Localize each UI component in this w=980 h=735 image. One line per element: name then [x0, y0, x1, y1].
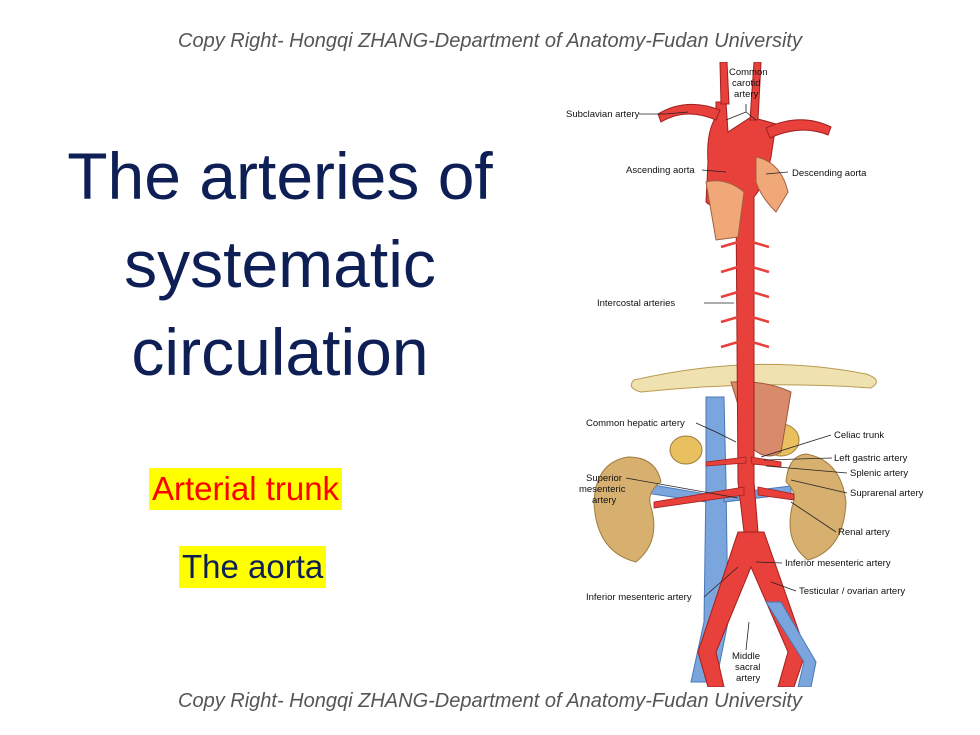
left-kidney — [785, 453, 847, 561]
arterial-trunk-highlight: Arterial trunk — [149, 468, 343, 510]
celiac-branches — [705, 456, 782, 468]
ascending-aorta-root — [705, 180, 745, 241]
label-suprarenal: Suprarenal artery — [850, 488, 924, 499]
title-line-2: systematic — [124, 227, 436, 301]
common-carotid-artery — [719, 62, 762, 121]
label-middle-sacral-1: Middle — [732, 651, 760, 662]
label-superior-mesenteric-2: mesenteric — [579, 484, 626, 495]
label-superior-mesenteric-3: artery — [592, 495, 617, 506]
footer-copyright: Copy Right- Hongqi ZHANG-Department of A… — [178, 690, 802, 712]
label-superior-mesenteric-1: Superior — [586, 473, 622, 484]
label-descending-aorta: Descending aorta — [792, 168, 867, 179]
subclavian-artery-left — [765, 119, 832, 139]
label-celiac: Celiac trunk — [834, 430, 884, 441]
label-left-gastric: Left gastric artery — [834, 453, 908, 464]
slide-title: The arteries of systematic circulation — [20, 132, 540, 396]
label-splenic: Splenic artery — [850, 468, 908, 479]
label-inferior-mesenteric-left: Inferior mesenteric artery — [586, 592, 692, 603]
title-line-3: circulation — [131, 315, 429, 389]
trachea — [755, 156, 789, 213]
aorta-diagram: Common carotid artery Subclavian artery … — [566, 62, 924, 687]
label-testicular: Testicular / ovarian artery — [799, 586, 905, 597]
label-middle-sacral-2: sacral — [735, 662, 760, 673]
title-line-1: The arteries of — [67, 139, 493, 213]
leader-lines — [625, 104, 848, 651]
label-common-carotid-1: Common — [729, 67, 768, 78]
label-ascending-aorta: Ascending aorta — [626, 165, 695, 176]
aorta-highlight: The aorta — [179, 546, 327, 588]
iliac-veins — [765, 601, 817, 687]
renal-arteries — [653, 486, 795, 509]
label-common-carotid-3: artery — [734, 89, 759, 100]
label-inferior-mesenteric-right: Inferior mesenteric artery — [785, 558, 891, 569]
label-renal: Renal artery — [838, 527, 890, 538]
subclavian-artery-right — [657, 103, 721, 123]
label-common-carotid-2: carotid — [732, 78, 761, 89]
label-common-hepatic: Common hepatic artery — [586, 418, 685, 429]
right-suprarenal-gland — [669, 435, 703, 465]
label-subclavian: Subclavian artery — [566, 109, 640, 120]
label-middle-sacral-3: artery — [736, 673, 761, 684]
intercostal-arteries — [720, 240, 770, 349]
header-copyright: Copy Right- Hongqi ZHANG-Department of A… — [178, 30, 802, 52]
right-kidney — [593, 456, 662, 563]
label-intercostal: Intercostal arteries — [597, 298, 675, 309]
